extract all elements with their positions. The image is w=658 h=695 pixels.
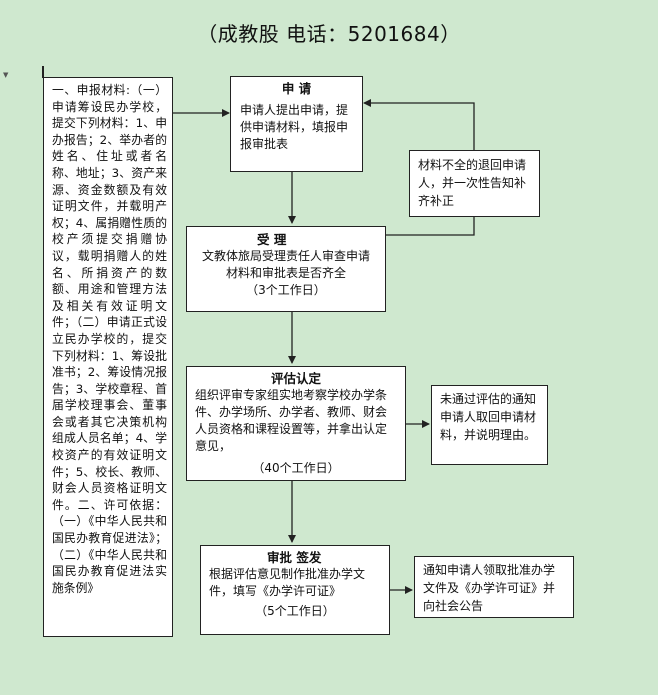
approve-body: 根据评估意见制作批准办学文件，填写《办学许可证》: [209, 567, 366, 598]
fail-note-box: 未通过评估的通知申请人取回申请材料，并说明理由。: [431, 385, 548, 465]
page-title: （成教股 电话：5201684）: [197, 22, 461, 46]
apply-body: 申请人提出申请，提供申请材料，填报申报审批表: [240, 103, 349, 151]
text-cursor: [42, 66, 44, 78]
accept-days: （3个工作日）: [246, 283, 326, 297]
accept-body: 文教体旅局受理责任人审查申请材料和审批表是否齐全: [201, 249, 370, 280]
evaluate-days: （40个工作日）: [252, 461, 340, 475]
apply-box: 申 请 申请人提出申请，提供申请材料，填报申报审批表: [230, 76, 363, 172]
materials-text: 一、申报材料:（一）申请筹设民办学校，提交下列材料：1、申办报告；2、举办者的姓…: [52, 83, 167, 595]
accept-box: 受 理 文教体旅局受理责任人审查申请材料和审批表是否齐全 （3个工作日）: [186, 226, 386, 312]
notify-body: 通知申请人领取批准办学文件及《办学许可证》并向社会公告: [423, 563, 556, 613]
approve-box: 审批 签发 根据评估意见制作批准办学文件，填写《办学许可证》 （5个工作日）: [200, 545, 390, 635]
notify-box: 通知申请人领取批准办学文件及《办学许可证》并向社会公告: [414, 556, 574, 618]
evaluate-box: 评估认定 组织评审专家组实地考察学校办学条件、办学场所、办学者、教师、财会人员资…: [186, 366, 406, 481]
apply-heading: 申 请: [281, 81, 312, 96]
fail-note-body: 未通过评估的通知申请人取回申请材料，并说明理由。: [440, 392, 537, 442]
evaluate-heading: 评估认定: [270, 371, 321, 386]
collapse-triangle-icon: ▼: [3, 71, 9, 79]
evaluate-body: 组织评审专家组实地考察学校办学条件、办学场所、办学者、教师、财会人员资格和课程设…: [195, 388, 388, 453]
approve-heading: 审批 签发: [267, 550, 322, 565]
accept-heading: 受 理: [257, 232, 287, 247]
return-note-body: 材料不全的退回申请人，并一次性告知补齐补正: [418, 158, 527, 208]
approve-days: （5个工作日）: [255, 604, 335, 618]
return-note-box: 材料不全的退回申请人，并一次性告知补齐补正: [409, 150, 540, 217]
materials-box: 一、申报材料:（一）申请筹设民办学校，提交下列材料：1、申办报告；2、举办者的姓…: [43, 77, 173, 637]
